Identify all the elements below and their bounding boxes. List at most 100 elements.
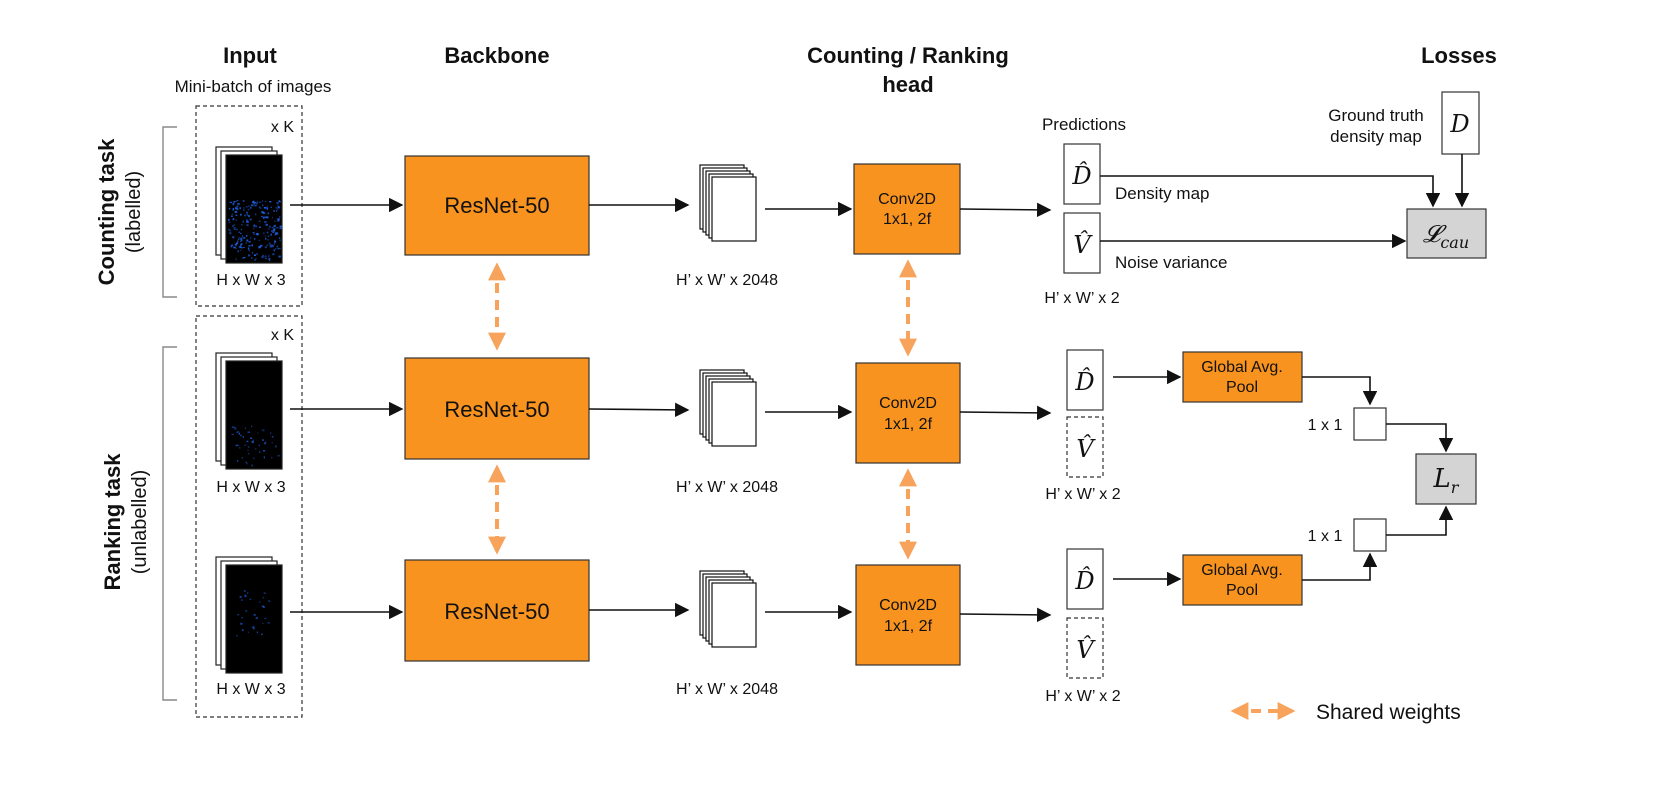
density-speckle <box>255 617 258 620</box>
density-speckle <box>278 206 280 209</box>
density-speckle <box>264 235 266 237</box>
density-speckle <box>268 255 270 258</box>
header-head-line1: Counting / Ranking <box>807 43 1009 68</box>
density-speckle <box>259 201 262 203</box>
density-speckle <box>264 200 267 202</box>
density-speckle <box>273 249 275 252</box>
density-speckle <box>275 232 279 235</box>
density-speckle <box>236 431 238 433</box>
density-speckle <box>237 250 239 253</box>
density-speckle <box>247 446 250 448</box>
density-speckle <box>247 431 251 433</box>
density-speckle <box>272 228 276 231</box>
density-speckle <box>272 230 275 232</box>
density-speckle <box>240 622 243 625</box>
density-speckle <box>228 228 230 231</box>
counting-task-sublabel: (labelled) <box>123 171 145 253</box>
density-speckle <box>238 231 240 233</box>
variance-prediction-box-3-unused <box>1066 617 1104 679</box>
density-speckle <box>252 439 255 441</box>
density-speckle <box>250 437 253 439</box>
density-speckle <box>242 257 244 259</box>
input-dims-label-2: H x W x 3 <box>216 479 285 496</box>
conv-head-1-line1: Conv2D <box>878 191 936 208</box>
density-speckle <box>241 237 243 239</box>
density-speckle <box>238 432 240 435</box>
density-speckle <box>271 436 274 438</box>
ground-truth-label-line1: Ground truth <box>1328 106 1423 125</box>
density-speckle <box>253 201 256 204</box>
pooled-scalar-box-1 <box>1353 407 1387 441</box>
density-speckle <box>234 210 238 213</box>
density-speckle <box>267 235 270 237</box>
density-speckle <box>243 207 245 209</box>
density-speckle <box>240 213 242 216</box>
feature-map-stack-3 <box>699 570 757 648</box>
density-speckle <box>279 239 281 242</box>
density-speckle <box>246 239 249 242</box>
density-speckle <box>275 210 278 212</box>
density-speckle <box>249 598 252 600</box>
variance-prediction-box-2-unused <box>1066 416 1104 478</box>
pooled-dims-label-1: 1 x 1 <box>1308 417 1343 434</box>
density-speckle <box>262 439 264 441</box>
density-speckle <box>249 218 252 221</box>
density-speckle <box>258 601 261 603</box>
density-speckle <box>240 599 243 601</box>
ranking-task-label: Ranking task <box>100 453 125 591</box>
density-speckle <box>245 241 247 244</box>
density-speckle <box>241 457 243 459</box>
density-speckle <box>273 243 275 245</box>
density-speckle <box>239 207 241 210</box>
density-speckle <box>279 200 281 203</box>
density-speckle <box>254 238 256 241</box>
arrow-density-to-cau-loss <box>1100 175 1441 208</box>
noise-variance-label: Noise variance <box>1115 253 1227 272</box>
resnet-label-2: ResNet-50 <box>444 397 549 422</box>
density-speckle <box>260 244 263 247</box>
density-speckle <box>277 205 279 207</box>
density-speckle <box>268 259 271 262</box>
density-speckle <box>246 220 249 223</box>
density-speckle <box>240 237 243 240</box>
density-speckle <box>268 600 271 602</box>
density-speckle <box>236 205 239 208</box>
density-speckle <box>231 426 235 428</box>
prediction-dims-label-1: H’ x W’ x 2 <box>1044 290 1119 307</box>
density-speckle <box>255 225 257 228</box>
density-speckle <box>235 243 237 246</box>
density-speckle <box>231 215 233 217</box>
density-speckle <box>270 244 273 247</box>
density-speckle <box>228 218 230 221</box>
feature-dims-label-1: H’ x W’ x 2048 <box>676 272 778 289</box>
prediction-dims-label-3: H’ x W’ x 2 <box>1045 688 1120 705</box>
density-speckle <box>277 218 280 220</box>
density-speckle <box>251 627 254 629</box>
density-speckle <box>268 258 271 260</box>
density-speckle <box>241 224 243 226</box>
density-speckle <box>246 213 248 216</box>
variance-prediction-box-1 <box>1063 212 1101 274</box>
density-speckle <box>253 227 255 230</box>
density-prediction-symbol-2: D̂ <box>1074 368 1094 396</box>
density-speckle <box>247 205 250 207</box>
density-speckle <box>259 451 261 453</box>
density-prediction-symbol-3: D̂ <box>1074 567 1094 595</box>
density-speckle <box>269 242 271 245</box>
density-speckle <box>261 256 263 259</box>
resnet-block-2: ResNet-50 <box>404 357 590 460</box>
density-speckle <box>261 211 264 213</box>
density-speckle <box>253 627 255 630</box>
density-speckle <box>276 227 279 229</box>
density-speckle <box>267 622 270 624</box>
conv-head-2-line1: Conv2D <box>879 395 937 412</box>
density-speckle <box>248 241 251 243</box>
density-speckle <box>231 213 233 215</box>
density-speckle <box>271 230 273 233</box>
density-speckle <box>231 433 234 435</box>
density-speckle <box>272 231 275 233</box>
density-speckle <box>246 224 249 227</box>
density-speckle <box>262 596 264 599</box>
density-speckle <box>242 220 244 223</box>
